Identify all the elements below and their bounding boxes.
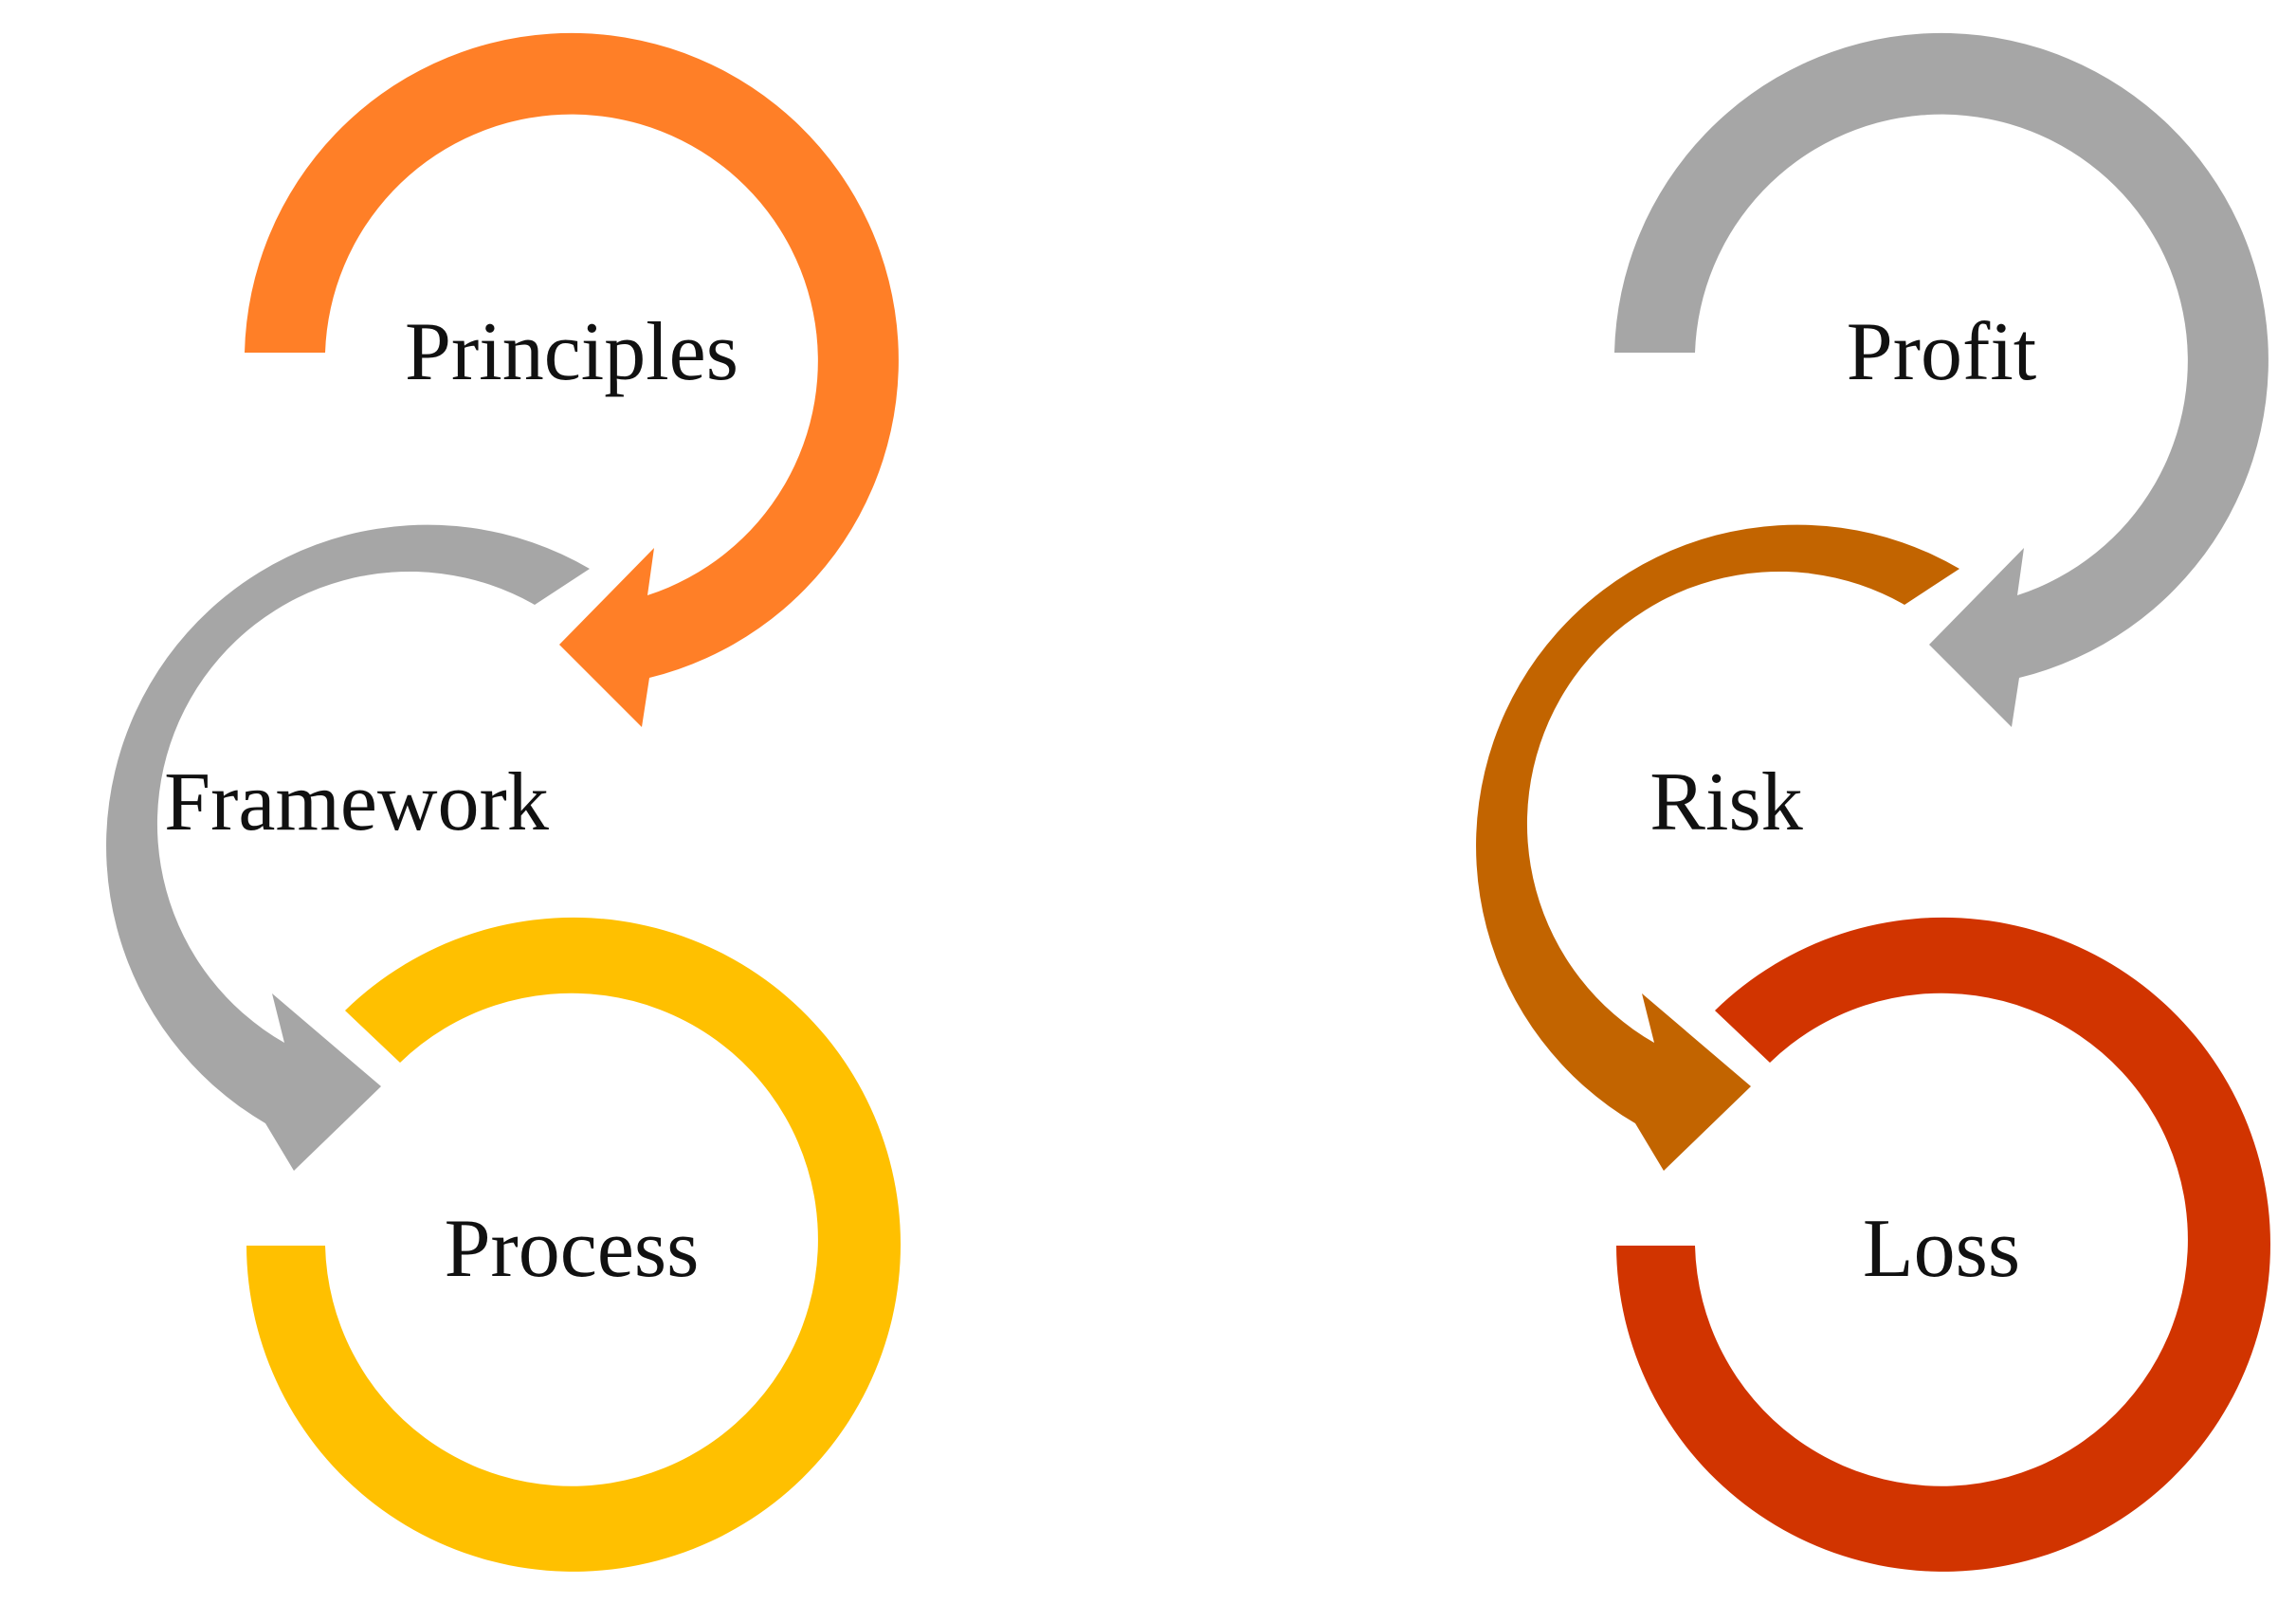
principles-arrow [245,32,899,728]
label-framework: Framework [164,756,549,848]
profit-arrow [1614,32,2269,728]
label-profit: Profit [1847,306,2036,398]
diagram-right: Profit Risk Loss [1476,32,2270,1572]
label-risk: Risk [1649,756,1802,848]
label-loss: Loss [1863,1203,2020,1295]
framework-arrow [106,524,590,1171]
label-process: Process [445,1203,700,1295]
risk-arrow [1476,524,1959,1171]
diagram-left: Principles Framework Process [106,32,901,1572]
label-principles: Principles [405,306,738,398]
